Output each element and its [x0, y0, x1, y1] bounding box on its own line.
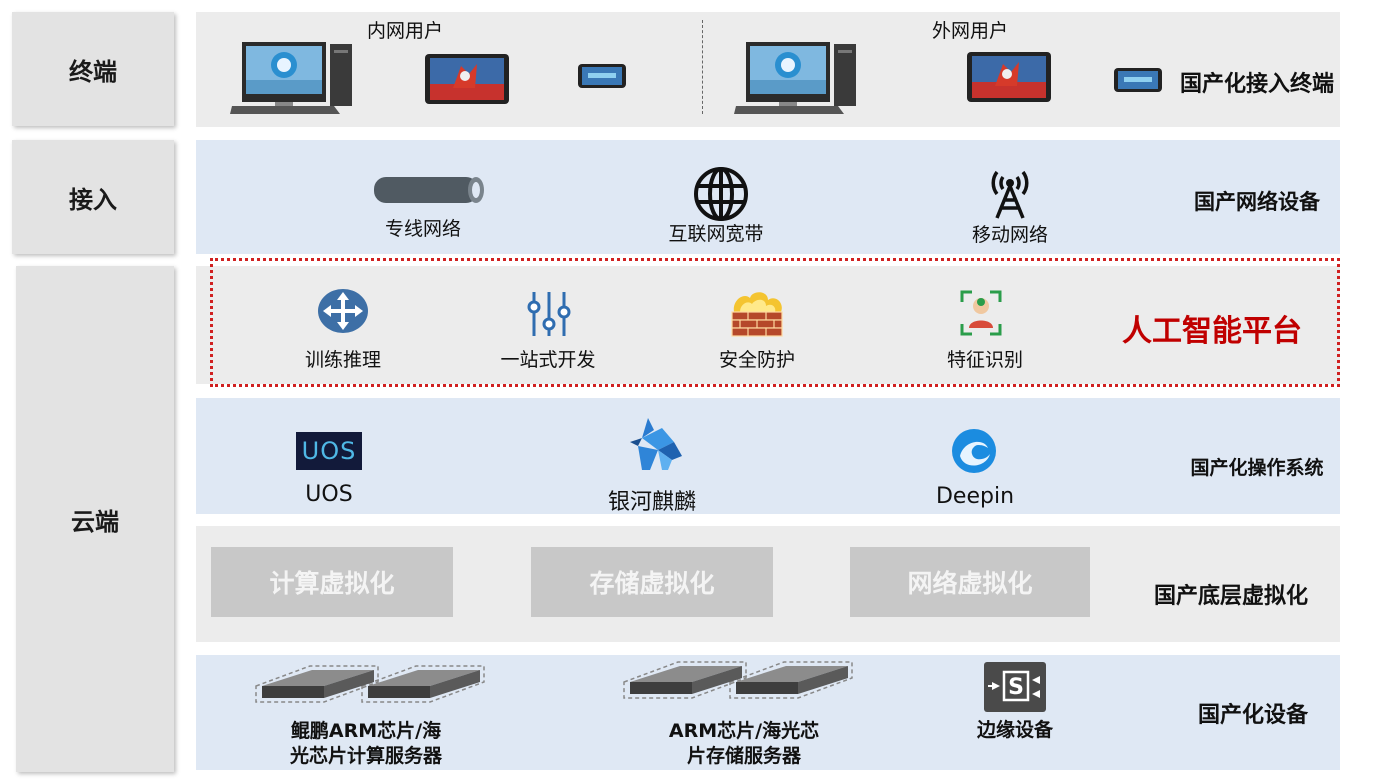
- device-storage-server-line2: 片存储服务器: [686, 745, 801, 767]
- antenna-icon: [991, 170, 1029, 219]
- router-arrows-icon: [318, 289, 368, 333]
- extranet-users-label: 外网用户: [931, 20, 1009, 42]
- ai-band-title: 人工智能平台: [1122, 314, 1302, 349]
- virt-item-compute: 计算虚拟化: [269, 569, 395, 598]
- access-band: [196, 140, 1340, 254]
- device-compute-server-line2: 光芯片计算服务器: [289, 745, 443, 767]
- virt-item-network: 网络虚拟化: [907, 569, 1033, 598]
- uos-logo-text: UOS: [301, 437, 357, 465]
- virt-box-storage: 存储虚拟化: [531, 547, 773, 617]
- os-band: [196, 398, 1340, 514]
- virt-box-network: 网络虚拟化: [850, 547, 1090, 617]
- edge-switch-icon: S: [984, 662, 1046, 712]
- phone-icon: [578, 64, 626, 88]
- os-item-kylin: 银河麒麟: [607, 490, 697, 515]
- device-compute-server: 鲲鹏ARM芯片/海 光芯片计算服务器: [290, 719, 442, 769]
- layer-terminal-label: 终端: [69, 57, 117, 86]
- sliders-icon: [527, 292, 571, 336]
- access-item-leased-line: 专线网络: [384, 218, 462, 240]
- layer-cloud-label: 云端: [71, 507, 119, 536]
- device-compute-server-line1: 鲲鹏ARM芯片/海: [290, 720, 442, 742]
- virt-box-compute: 计算虚拟化: [211, 547, 453, 617]
- os-item-uos: UOS: [305, 482, 353, 507]
- layer-terminal: 终端: [12, 12, 174, 126]
- ai-item-training: 训练推理: [304, 349, 382, 371]
- face-recognition-icon: [960, 290, 1002, 336]
- virt-band-title: 国产底层虚拟化: [1153, 584, 1309, 609]
- pipe-icon: [374, 177, 484, 203]
- server-icon: [623, 661, 853, 699]
- edge-switch-letter: S: [1008, 675, 1024, 700]
- desktop-computer-icon: [230, 42, 352, 114]
- os-item-deepin: Deepin: [935, 484, 1015, 509]
- ai-platform-frame: [210, 258, 1340, 387]
- user-divider: [702, 20, 703, 114]
- layer-access-label: 接入: [69, 185, 117, 214]
- tablet-icon: [967, 52, 1051, 102]
- ai-item-security: 安全防护: [718, 349, 796, 371]
- firewall-icon: [731, 292, 783, 337]
- layer-access: 接入: [12, 140, 174, 254]
- layer-cloud: 云端: [16, 266, 174, 772]
- access-item-broadband: 互联网宽带: [668, 223, 764, 245]
- ai-item-recognition: 特征识别: [946, 349, 1024, 371]
- terminal-band-title: 国产化接入终端: [1179, 72, 1335, 97]
- intranet-users-label: 内网用户: [366, 20, 444, 42]
- desktop-computer-icon: [734, 42, 856, 114]
- access-band-title: 国产网络设备: [1194, 190, 1320, 214]
- tablet-icon: [425, 54, 509, 104]
- device-storage-server: ARM芯片/海光芯 片存储服务器: [669, 719, 819, 769]
- globe-icon: [694, 167, 748, 221]
- kylin-logo-icon: [630, 418, 682, 470]
- device-edge: 边缘设备: [976, 719, 1054, 741]
- uos-logo: UOS: [296, 432, 362, 470]
- deepin-logo-icon: [952, 429, 996, 473]
- device-band-title: 国产化设备: [1197, 703, 1309, 728]
- phone-icon: [1114, 68, 1162, 92]
- virt-item-storage: 存储虚拟化: [589, 569, 715, 598]
- os-band-title: 国产化操作系统: [1190, 457, 1324, 479]
- ai-item-devops: 一站式开发: [500, 349, 596, 371]
- server-icon: [255, 665, 485, 703]
- device-storage-server-line1: ARM芯片/海光芯: [668, 720, 820, 742]
- access-item-mobile: 移动网络: [971, 224, 1049, 246]
